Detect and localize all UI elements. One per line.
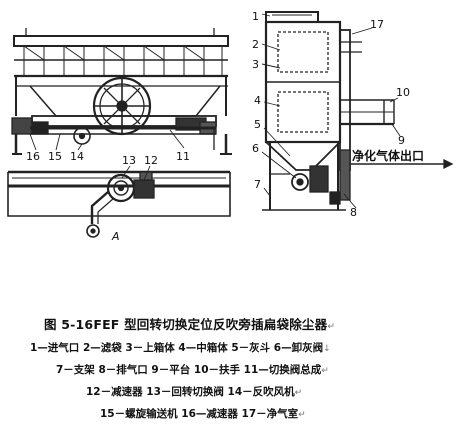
legend-line-4: 15－螺旋输送机 16—减速器 17－净气室↵ xyxy=(100,406,306,421)
caption-title-mark: ↵ xyxy=(327,322,336,332)
detail-view-a xyxy=(7,170,231,238)
legend-line-1-mark: ↓ xyxy=(323,344,331,354)
collector-diagram: 1 2 3 4 5 6 7 8 9 10 17 11 12 13 14 15 1… xyxy=(7,10,454,243)
callout-5: 5 xyxy=(254,118,261,131)
caption-title-text: 图 5-16FEF 型回转切换定位反吹旁插扁袋除尘器 xyxy=(44,317,328,332)
legend-line-2-text: 7－支架 8－排气口 9－平台 10－扶手 11—切换阀总成 xyxy=(56,364,322,376)
callout-15: 15 xyxy=(48,150,62,163)
side-elevation-view xyxy=(262,11,454,211)
callout-7: 7 xyxy=(254,178,261,191)
rotary-switch-wheel xyxy=(92,76,152,136)
callout-14: 14 xyxy=(70,150,84,163)
legend-line-1-text: 1—进气口 2—滤袋 3－上箱体 4—中箱体 5－灰斗 6—卸灰阀 xyxy=(30,342,324,354)
callout-16: 16 xyxy=(26,150,40,163)
front-elevation-view xyxy=(7,28,232,238)
legend-line-4-text: 15－螺旋输送机 16—减速器 17－净气室 xyxy=(100,408,299,420)
legend-line-3: 12－减速器 13－回转切换阀 14－反吹风机↵ xyxy=(86,384,302,399)
callout-10: 10 xyxy=(396,86,410,99)
callout-2: 2 xyxy=(252,38,259,51)
callout-4: 4 xyxy=(254,94,261,107)
legend-line-3-mark: ↵ xyxy=(294,388,303,398)
callout-9: 9 xyxy=(398,134,405,147)
legend-line-2-mark: ↵ xyxy=(321,366,329,376)
caption-title: 图 5-16FEF 型回转切换定位反吹旁插扁袋除尘器↵ xyxy=(44,314,335,333)
callout-1: 1 xyxy=(252,10,259,23)
callout-8: 8 xyxy=(350,206,357,219)
legend-line-3-text: 12－减速器 13－回转切换阀 14－反吹风机 xyxy=(86,386,295,398)
callout-17: 17 xyxy=(370,18,384,31)
callout-11: 11 xyxy=(176,150,190,163)
legend-line-4-mark: ↵ xyxy=(298,410,306,420)
outlet-label: 净化气体出口 xyxy=(352,148,424,163)
callout-12: 12 xyxy=(144,154,158,167)
view-label-a: A xyxy=(111,230,120,243)
callout-6: 6 xyxy=(252,142,259,155)
legend-line-2: 7－支架 8－排气口 9－平台 10－扶手 11—切换阀总成↵ xyxy=(56,362,329,377)
callout-3: 3 xyxy=(252,58,259,71)
legend-line-1: 1—进气口 2—滤袋 3－上箱体 4—中箱体 5－灰斗 6—卸灰阀↓ xyxy=(30,340,331,355)
callout-13: 13 xyxy=(122,154,136,167)
